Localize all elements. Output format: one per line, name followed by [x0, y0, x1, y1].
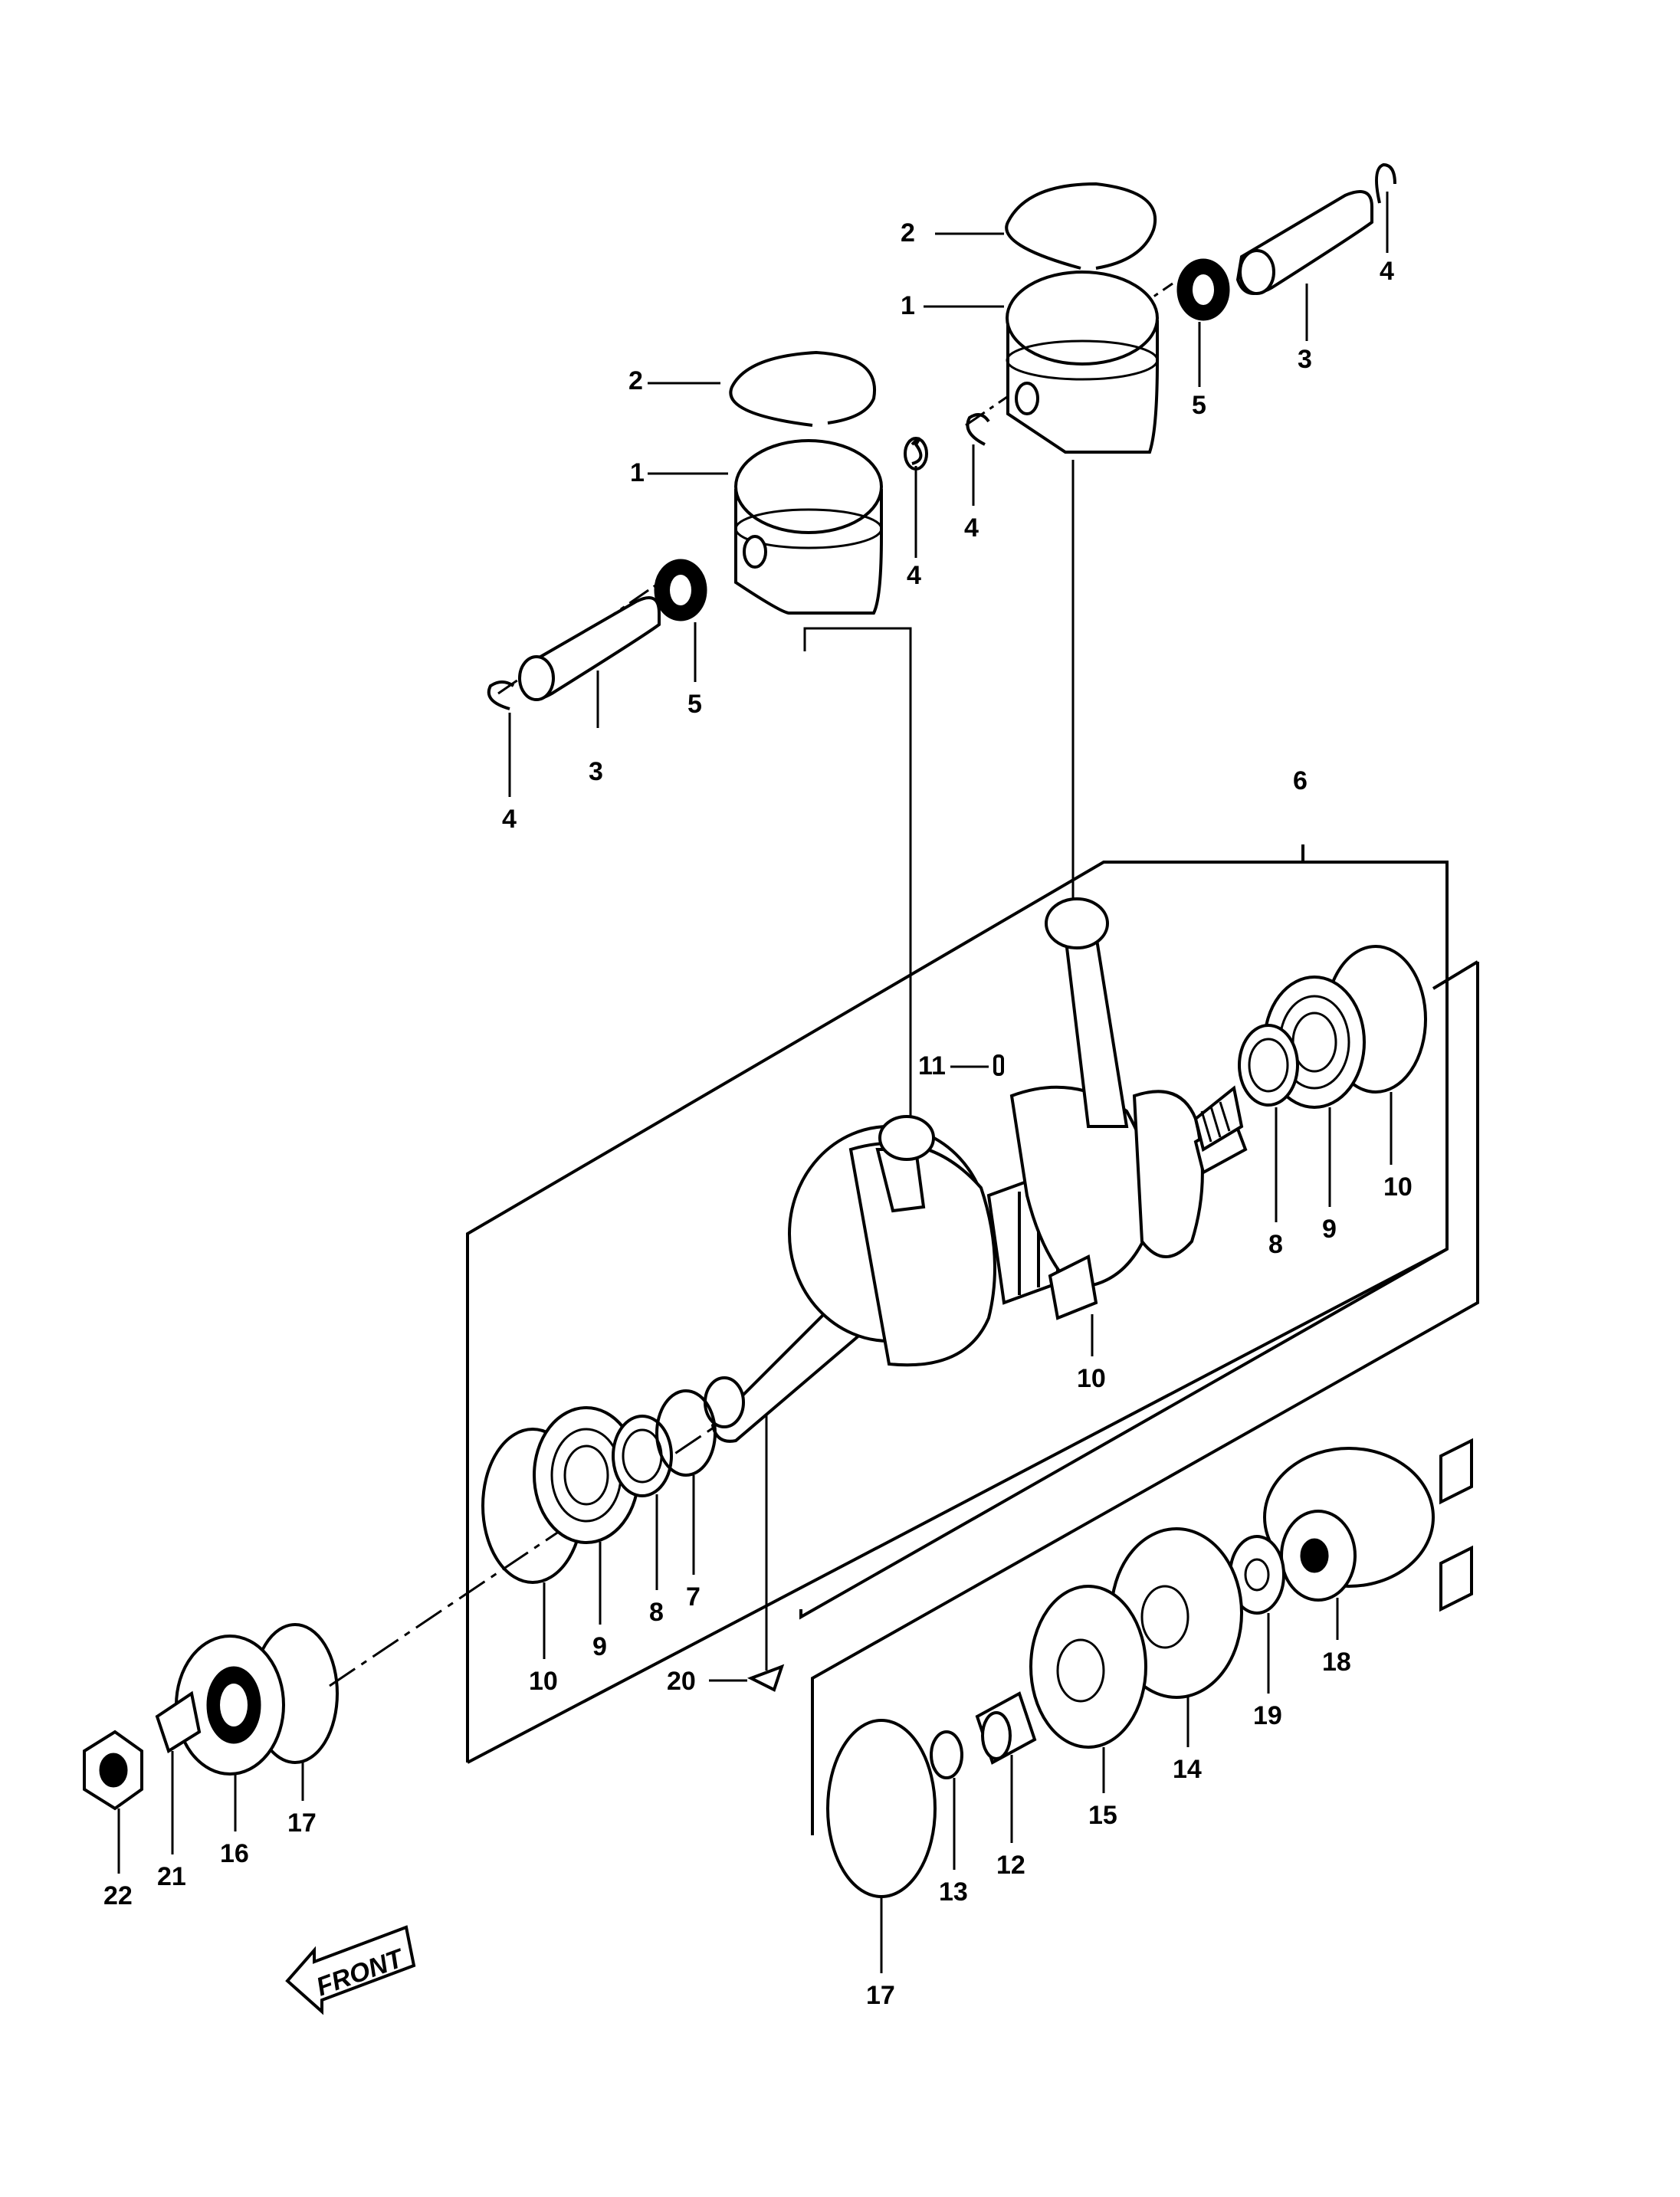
right-bearing-subframe [811, 960, 1479, 1835]
thrust-washer-17-right [826, 1719, 937, 1898]
callout-11-key: 11 [918, 1051, 946, 1080]
clutch-drive-18 [1263, 1438, 1473, 1612]
callout-labels: 2 1 3 5 4 4 2 1 4 5 3 4 6 11 8 9 10 10 7… [103, 218, 1413, 2010]
oil-seal-16 [175, 1635, 285, 1776]
callout-21: 21 [157, 1862, 186, 1891]
callout-10-center: 10 [1077, 1364, 1106, 1393]
callout-1-upper-left: 1 [630, 458, 645, 487]
center-labyrinth-seal [1048, 1254, 1098, 1320]
circlip-upper-right [966, 162, 1396, 446]
callout-16: 16 [220, 1839, 249, 1868]
callout-19: 19 [1253, 1701, 1282, 1730]
callout-8-right: 8 [1268, 1230, 1283, 1259]
callout-18: 18 [1322, 1648, 1351, 1677]
lock-washer-21 [155, 1690, 202, 1754]
needle-bearing-upper-right [1176, 258, 1230, 321]
front-direction-arrow: FRONT [285, 1925, 416, 2015]
collar-12 [975, 1691, 1037, 1765]
callout-12: 12 [996, 1851, 1025, 1880]
callout-6-assembly: 6 [1293, 766, 1308, 795]
piston-upper-right [1006, 271, 1159, 454]
needle-bearing-upper-left [654, 559, 707, 621]
callout-1-upper-right: 1 [901, 291, 915, 320]
callout-3-upper-right: 3 [1298, 345, 1312, 374]
connecting-rod-left [875, 1115, 935, 1213]
crankshaft [704, 1085, 1248, 1443]
washer-right [1238, 1024, 1299, 1107]
callout-13: 13 [939, 1877, 968, 1907]
piston-pin-upper-left [518, 596, 661, 701]
key-pin [993, 1054, 1004, 1076]
nut-22 [83, 1730, 143, 1811]
callout-5-upper-left: 5 [687, 690, 702, 719]
woodruff-key-20 [747, 1664, 785, 1692]
callout-14: 14 [1173, 1755, 1202, 1784]
spring-plate-15 [1029, 1585, 1147, 1749]
shim-left [655, 1389, 717, 1477]
callout-4-upper-left-pin: 4 [502, 805, 517, 834]
connecting-rod-right [1045, 897, 1129, 1128]
callout-2-upper-right: 2 [901, 218, 915, 248]
callout-4-upper-right-pin: 4 [1380, 257, 1394, 286]
callout-9-left: 9 [592, 1632, 607, 1661]
callout-10-right: 10 [1383, 1172, 1413, 1202]
piston-pin-upper-right [1235, 190, 1373, 295]
callout-2-upper-left: 2 [628, 366, 643, 395]
callout-15: 15 [1088, 1801, 1117, 1830]
callout-10-left: 10 [529, 1667, 558, 1696]
callout-leaders [117, 192, 1393, 1973]
crankshaft-thread-right [1193, 1085, 1244, 1153]
callout-8-left: 8 [649, 1598, 664, 1627]
callout-4-upper-left-clip: 4 [907, 561, 921, 590]
callout-9-right: 9 [1322, 1215, 1337, 1244]
piston-ring-upper-right [1005, 182, 1157, 270]
piston-upper-left [734, 439, 883, 615]
callout-3-upper-left: 3 [589, 757, 603, 786]
piston-ring-upper-left [729, 350, 877, 427]
callout-20: 20 [667, 1667, 696, 1696]
callout-17-right: 17 [866, 1981, 895, 2010]
callout-7: 7 [686, 1582, 701, 1612]
callout-17-left: 17 [287, 1808, 317, 1838]
crankshaft-assembly-frame [466, 844, 1449, 1764]
callout-22: 22 [103, 1881, 133, 1910]
callout-4-upper-right-clip: 4 [964, 513, 979, 543]
callout-5-upper-right: 5 [1192, 391, 1206, 420]
o-ring-13 [930, 1730, 963, 1779]
